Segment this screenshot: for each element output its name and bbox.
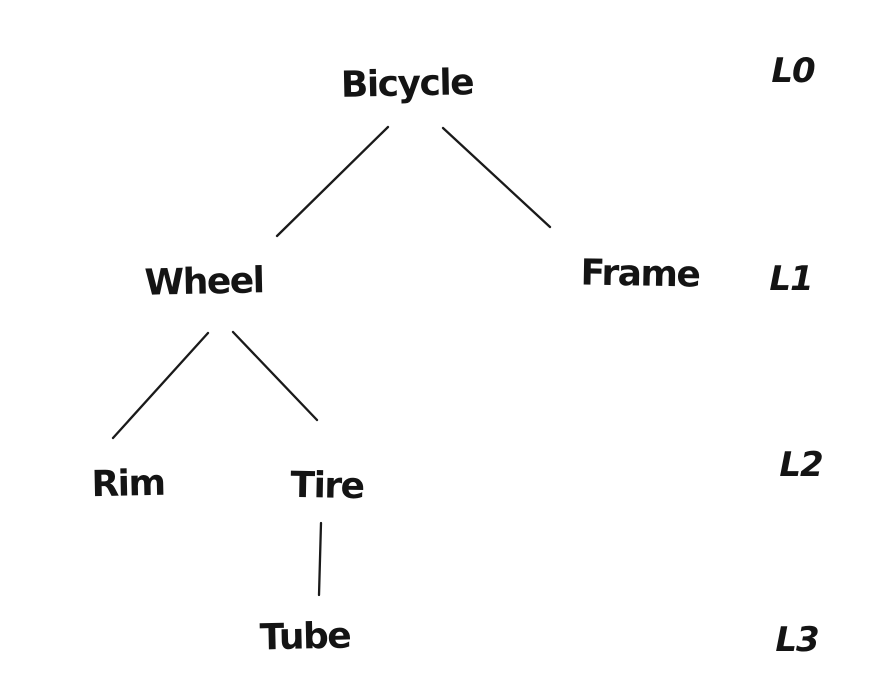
node-frame: Frame xyxy=(580,252,700,296)
node-tire: Tire xyxy=(290,464,364,508)
level-label-l1: L1 xyxy=(769,259,813,299)
edge-bicycle-frame xyxy=(441,126,552,229)
node-tube: Tube xyxy=(259,615,351,659)
level-label-l3: L3 xyxy=(775,620,819,660)
node-rim: Rim xyxy=(91,462,165,506)
edge-wheel-rim xyxy=(111,331,210,440)
edge-wheel-tire xyxy=(231,330,319,422)
level-label-l2: L2 xyxy=(779,445,823,485)
node-bicycle: Bicycle xyxy=(340,62,474,106)
edge-bicycle-wheel xyxy=(275,125,390,238)
edge-tire-tube xyxy=(317,521,323,597)
level-label-l0: L0 xyxy=(771,51,815,91)
node-wheel: Wheel xyxy=(144,260,264,304)
